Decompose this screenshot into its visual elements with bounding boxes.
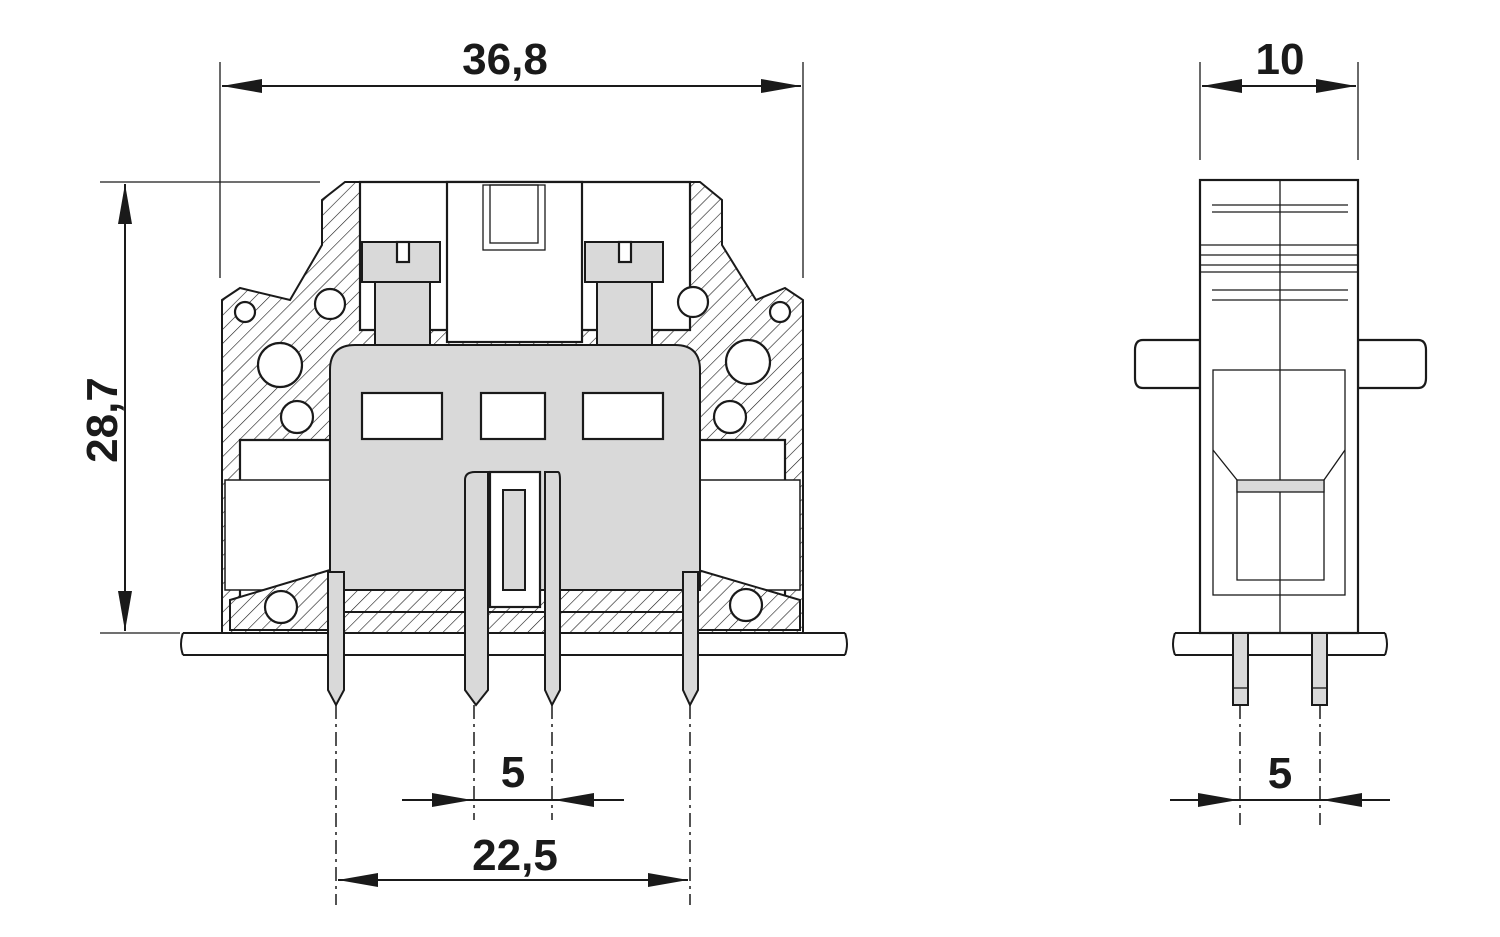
dim-pitch-front: 5 bbox=[501, 748, 525, 797]
side-housing bbox=[1198, 178, 1360, 635]
dim-pitch-side: 5 bbox=[1268, 749, 1292, 798]
dim-width-side: 10 bbox=[1256, 35, 1305, 84]
side-tab-left bbox=[1133, 338, 1202, 390]
front-view: 36,8 28,7 5 22,5 bbox=[78, 35, 848, 905]
screw-right bbox=[584, 240, 664, 353]
solder-pins bbox=[327, 471, 699, 708]
side-pins bbox=[1232, 632, 1328, 706]
side-view: 10 5 bbox=[1133, 35, 1428, 825]
dim-pin-span-front: 22,5 bbox=[472, 831, 558, 880]
dim-width-front: 36,8 bbox=[462, 35, 548, 84]
side-tab-right bbox=[1356, 338, 1428, 390]
mounting-holes bbox=[233, 285, 792, 625]
dim-height-front: 28,7 bbox=[78, 377, 127, 463]
pcb-board bbox=[180, 632, 848, 656]
